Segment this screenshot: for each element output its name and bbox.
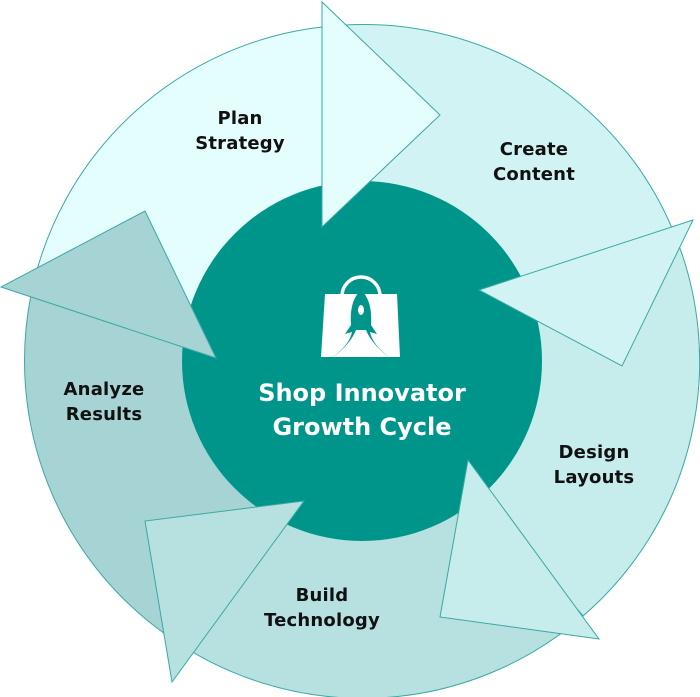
step-label-line: Build xyxy=(295,585,349,606)
step-label-line: Content xyxy=(492,164,576,185)
center-circle xyxy=(182,181,542,541)
step-label-analyze-results: Analyze Results xyxy=(64,377,145,427)
step-label-line: Design xyxy=(558,442,630,463)
step-label-plan-strategy: Plan Strategy xyxy=(195,106,285,156)
step-label-line: Technology xyxy=(264,610,380,631)
arrowhead-plan-strategy xyxy=(321,0,441,229)
arrowhead-build-technology xyxy=(144,500,306,684)
step-label-line: Strategy xyxy=(195,133,285,154)
step-label-design-layouts: Design Layouts xyxy=(554,440,635,490)
arrowhead-design-layouts xyxy=(439,458,601,640)
arrowhead-analyze-results xyxy=(0,210,217,359)
step-label-line: Create xyxy=(499,139,569,160)
step-label-line: Plan xyxy=(217,108,263,129)
arrowhead-create-content xyxy=(477,219,694,367)
step-label-create-content: Create Content xyxy=(493,137,575,187)
title-line-1: Shop Innovator xyxy=(258,379,466,407)
step-label-line: Analyze xyxy=(63,379,145,400)
step-label-line: Results xyxy=(65,404,143,425)
diagram-title: Shop Innovator Growth Cycle xyxy=(258,376,466,444)
shopping-bag-rocket-icon xyxy=(321,275,400,357)
step-label-build-technology: Build Technology xyxy=(264,583,380,633)
step-label-line: Layouts xyxy=(553,467,635,488)
title-line-2: Growth Cycle xyxy=(272,413,452,441)
